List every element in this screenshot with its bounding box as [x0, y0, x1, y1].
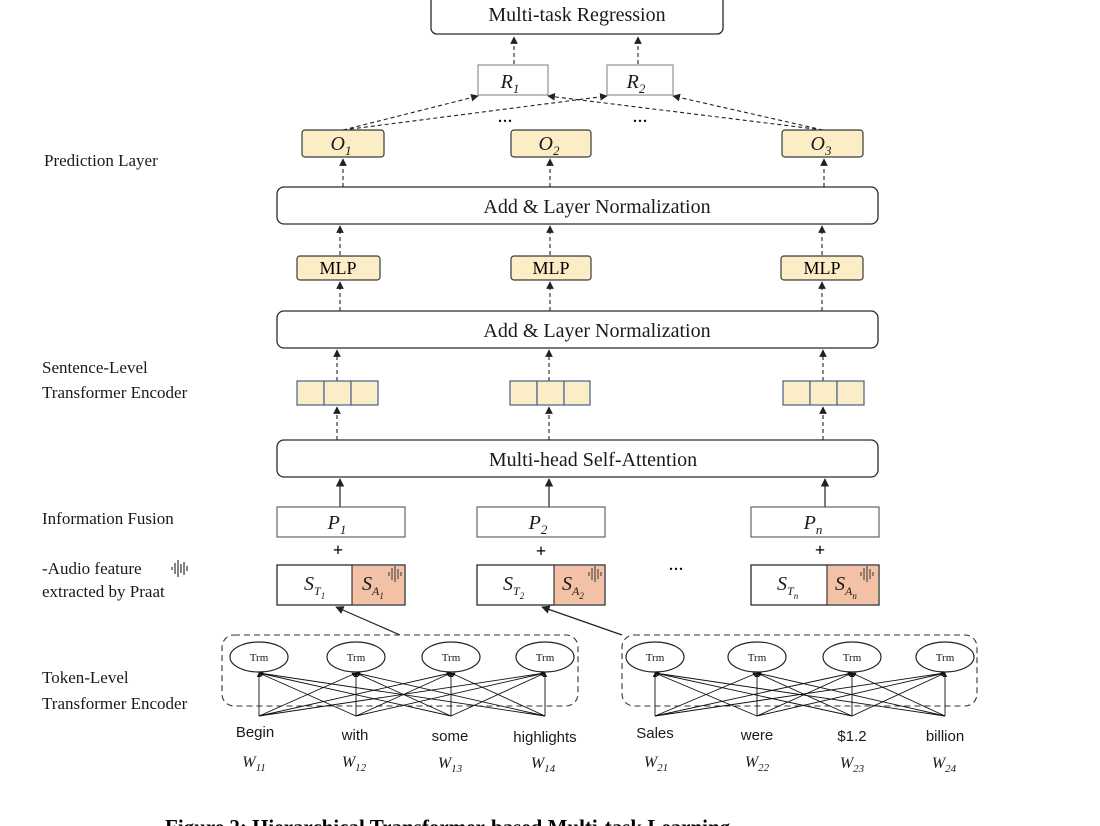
- word-symbol-w12: W12: [342, 754, 367, 774]
- sentence-box-2: [476, 564, 606, 606]
- token-connections-2: [652, 671, 948, 717]
- word-dollar: $1.2: [837, 728, 866, 745]
- word-billion: billion: [926, 728, 964, 745]
- output-o3-label: O3: [811, 133, 832, 158]
- mlp-label-2: MLP: [532, 258, 569, 278]
- hidden-cells-1: [296, 380, 379, 406]
- waveform-icon: [171, 560, 188, 577]
- ellipsis-sentences: ...: [669, 553, 684, 575]
- sentence-level-label-line2: Transformer Encoder: [42, 383, 188, 402]
- add-norm-top-label: Add & Layer Normalization: [483, 196, 710, 218]
- word-symbol-w14: W14: [531, 755, 556, 775]
- token-level-label-line2: Transformer Encoder: [42, 694, 188, 713]
- waveform-icon: [860, 566, 874, 582]
- hidden-cells-2: [509, 380, 591, 406]
- output-o1-label: O1: [331, 133, 352, 158]
- word-highlights: highlights: [513, 729, 576, 746]
- word-symbol-w22: W22: [745, 754, 770, 774]
- add-norm-bottom-label: Add & Layer Normalization: [483, 320, 710, 342]
- sentence-text-s2: ST2: [503, 573, 525, 601]
- hidden-cells-3: [782, 380, 865, 406]
- regressor-r2-label: R2: [626, 71, 646, 96]
- word-symbol-w13: W13: [438, 755, 463, 775]
- sentence-audio-s1: SA1: [362, 573, 384, 601]
- position-pn-box: [750, 506, 880, 538]
- trm-text-4: Trm: [536, 652, 555, 664]
- output-o3-box: [781, 129, 864, 158]
- output-o1-box: [301, 129, 385, 158]
- multi-task-regression-box: [430, 0, 724, 35]
- position-pn-label: Pn: [803, 512, 823, 537]
- trm-text-6: Trm: [748, 652, 767, 664]
- word-symbol-w21: W21: [644, 754, 668, 774]
- audio-feature-label-line2: extracted by Praat: [42, 582, 165, 601]
- add-norm-bottom-box: [276, 310, 879, 349]
- ellipsis-2: ...: [633, 105, 648, 127]
- multi-task-regression-label: Multi-task Regression: [488, 4, 665, 26]
- mlp-label-3: MLP: [803, 258, 840, 278]
- trm-text-8: Trm: [936, 652, 955, 664]
- sentence-text-s1: ST1: [304, 573, 325, 601]
- regressor-r1-box: [477, 64, 549, 96]
- mlp-box-3: [780, 255, 864, 281]
- word-begin: Begin: [236, 724, 274, 741]
- word-were: were: [740, 727, 774, 744]
- word-some: some: [432, 728, 469, 745]
- plus-sign-2: +: [536, 541, 546, 561]
- mlp-label-1: MLP: [319, 258, 356, 278]
- trm-text-2: Trm: [347, 652, 366, 664]
- multi-head-attention-box: [276, 439, 879, 478]
- position-p2-box: [476, 506, 606, 538]
- output-o2-box: [510, 129, 592, 158]
- figure-caption: Figure 2: Hierarchical Transformer-based…: [165, 815, 731, 826]
- token-connections-1: [256, 671, 548, 717]
- regressor-r1-label: R1: [500, 71, 520, 96]
- word-with: with: [341, 727, 369, 744]
- trm-text-7: Trm: [843, 652, 862, 664]
- sentence-level-label-line1: Sentence-Level: [42, 358, 148, 377]
- sentence-box-n: [750, 564, 880, 606]
- sentence-box-1: [276, 564, 406, 606]
- trm-text-5: Trm: [646, 652, 665, 664]
- output-o2-label: O2: [539, 133, 560, 158]
- audio-feature-label-line1: -Audio feature: [42, 559, 142, 578]
- waveform-icon: [588, 566, 602, 582]
- sentence-text-sn: STn: [777, 573, 799, 601]
- word-symbol-w24: W24: [932, 755, 957, 775]
- word-symbol-w11: W11: [242, 754, 266, 774]
- trm-text-1: Trm: [250, 652, 269, 664]
- trm-nodes: [229, 641, 975, 673]
- sentence-audio-sn: SAn: [835, 573, 857, 601]
- sentence-audio-s2: SA2: [562, 573, 584, 601]
- ellipsis-1: ...: [498, 105, 513, 127]
- position-p1-label: P1: [327, 512, 347, 537]
- word-symbol-w23: W23: [840, 755, 865, 775]
- information-fusion-label: Information Fusion: [42, 509, 174, 528]
- add-norm-top-box: [276, 186, 879, 225]
- regressor-r2-box: [606, 64, 674, 96]
- plus-sign-1: +: [333, 540, 343, 560]
- position-p1-box: [276, 506, 406, 538]
- mlp-box-1: [296, 255, 381, 281]
- multi-head-attention-label: Multi-head Self-Attention: [489, 449, 697, 471]
- token-level-label-line1: Token-Level: [42, 668, 129, 687]
- position-p2-label: P2: [528, 512, 548, 537]
- mlp-box-2: [510, 255, 592, 281]
- waveform-icon: [388, 566, 402, 582]
- prediction-layer-label: Prediction Layer: [44, 151, 158, 170]
- trm-text-3: Trm: [442, 652, 461, 664]
- plus-sign-3: +: [815, 540, 825, 560]
- word-sales: Sales: [636, 725, 674, 742]
